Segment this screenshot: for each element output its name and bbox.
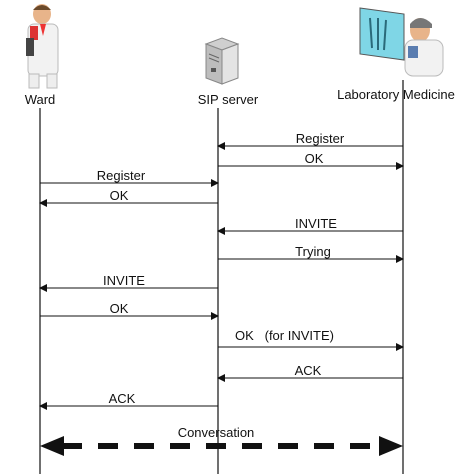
xray-viewer-doctor-icon — [359, 7, 444, 77]
message-label: OK — [110, 188, 129, 203]
message-label: ACK — [295, 363, 322, 378]
message-label: OK (for INVITE) — [235, 328, 334, 343]
participant-label-lab: Laboratory Medicine — [337, 87, 455, 102]
message: Register — [217, 131, 403, 150]
participant-label-ward: Ward — [25, 92, 56, 107]
server-icon — [204, 37, 240, 85]
message-label: Trying — [295, 244, 331, 259]
message-label: INVITE — [103, 273, 145, 288]
message: INVITE — [39, 273, 218, 292]
conversation-label: Conversation — [178, 425, 255, 440]
message: ACK — [217, 363, 403, 382]
message-label: OK — [305, 151, 324, 166]
doctor-icon — [26, 4, 59, 89]
participant-label-sip: SIP server — [198, 92, 259, 107]
message: Register — [40, 168, 219, 187]
message: OK (for INVITE) — [218, 328, 404, 351]
message-label: OK — [110, 301, 129, 316]
message-label: Register — [296, 131, 345, 146]
message: OK — [218, 151, 404, 170]
conversation-arrow: Conversation — [40, 425, 403, 456]
message-label: Register — [97, 168, 146, 183]
message-label: INVITE — [295, 216, 337, 231]
message: INVITE — [217, 216, 403, 235]
message-label: ACK — [109, 391, 136, 406]
message: ACK — [39, 391, 218, 410]
message: Trying — [218, 244, 404, 263]
message: OK — [39, 188, 218, 207]
message: OK — [40, 301, 219, 320]
